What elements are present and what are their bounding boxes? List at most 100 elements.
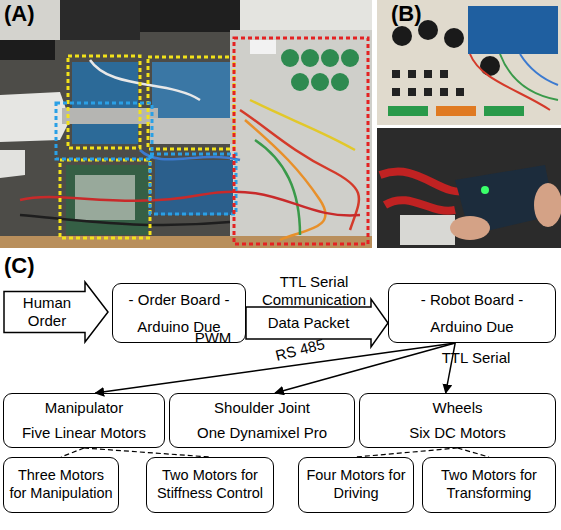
board-box: - Robot Board -Arduino Due <box>388 283 556 343</box>
yellow-dotted-box <box>60 160 150 238</box>
node-heading: Shoulder Joint <box>214 399 310 417</box>
signal-label: RS 485 <box>274 335 327 365</box>
push-button <box>440 88 448 96</box>
white-bracket <box>0 92 70 142</box>
push-button <box>424 70 432 78</box>
wire <box>250 100 355 150</box>
motor-box: Two Motors for Transforming <box>422 457 556 513</box>
wire <box>20 192 360 216</box>
white-bracket <box>0 150 25 178</box>
arduino-board <box>468 6 558 54</box>
wire <box>255 140 300 235</box>
module-box: ManipulatorFive Linear Motors <box>3 393 165 448</box>
red-hose <box>385 200 455 211</box>
connector <box>250 40 276 54</box>
wire <box>500 54 558 100</box>
wire-group <box>470 54 558 110</box>
signal-label: PWM <box>195 329 232 347</box>
push-button <box>456 88 464 96</box>
module-box: Shoulder JointOne Dynamixel Pro <box>169 393 355 448</box>
wire <box>520 54 558 85</box>
red-dotted-box <box>234 38 368 244</box>
blue-dotted-box <box>150 154 236 214</box>
motor-box: Four Motors for Driving <box>298 457 414 513</box>
panel-label: (A) <box>4 1 35 27</box>
wire <box>470 54 550 110</box>
node-text: Two Motors for Stiffness Control <box>151 467 269 502</box>
hand <box>534 183 561 227</box>
node-text: Three Motors for Manipulation <box>8 467 114 502</box>
terminal-block <box>484 106 524 116</box>
circuit-board <box>155 160 233 215</box>
knob <box>480 56 500 76</box>
blue-dotted-box <box>56 103 152 159</box>
chassis-dark <box>60 0 140 40</box>
push-button <box>392 70 400 78</box>
wheel-tread <box>140 0 240 32</box>
dashed-link <box>61 448 84 457</box>
push-button <box>392 88 400 96</box>
knob <box>444 28 464 48</box>
capacitor <box>341 49 359 67</box>
controller-photo <box>377 128 561 248</box>
white-part <box>400 215 455 245</box>
wire <box>140 150 240 160</box>
node-text: Six DC Motors <box>409 424 506 442</box>
wire <box>245 120 325 240</box>
capacitor <box>311 73 329 91</box>
node-text: Four Motors for Driving <box>303 467 409 502</box>
aluminum-bar <box>150 118 236 144</box>
terminal-block <box>436 106 476 116</box>
capacitor-group <box>250 40 359 91</box>
status-led <box>481 186 489 194</box>
node-text: One Dynamixel Pro <box>197 424 327 442</box>
highlight-group <box>56 38 368 244</box>
node-text: Five Linear Motors <box>22 424 146 442</box>
link-label: TTL Serial Communication <box>252 273 376 309</box>
capacitor <box>331 73 349 91</box>
dashed-link <box>458 448 490 457</box>
yellow-dotted-box <box>148 57 234 149</box>
knob <box>392 26 412 46</box>
push-button <box>408 88 416 96</box>
push-button <box>408 70 416 78</box>
capacitor <box>281 49 299 67</box>
node-heading: Manipulator <box>45 399 123 417</box>
dashed-link <box>356 448 458 457</box>
dashed-link <box>84 448 210 457</box>
motor-box: Three Motors for Manipulation <box>3 457 119 513</box>
photo-panels <box>0 0 561 250</box>
arrow-shape <box>4 282 108 342</box>
capacitor <box>291 73 309 91</box>
capacitor <box>301 49 319 67</box>
aluminum-bar <box>62 108 158 124</box>
photo-background <box>0 0 372 248</box>
wire <box>20 215 230 225</box>
node-heading: Wheels <box>432 399 482 417</box>
robot-photo <box>0 0 372 248</box>
push-button <box>440 70 448 78</box>
node-heading: - Order Board - <box>129 291 230 309</box>
light-area <box>0 0 60 40</box>
white-plate <box>240 0 372 30</box>
wire <box>90 60 200 100</box>
node-text: Two Motors for Transforming <box>427 467 551 502</box>
motor-box: Two Motors for Stiffness Control <box>146 457 274 513</box>
wire-group <box>20 60 360 240</box>
wheel-tread <box>0 40 55 60</box>
photo-background <box>377 128 561 248</box>
input-arrow: Human Order <box>3 281 109 343</box>
photo-background <box>377 0 561 125</box>
wood-floor <box>0 236 372 248</box>
white-plate <box>230 30 372 245</box>
terminal-block <box>388 106 428 116</box>
packet-label: Data Packet <box>268 314 350 332</box>
panel-label: (B) <box>391 1 422 27</box>
button-grid <box>392 70 464 96</box>
hand <box>450 216 490 240</box>
node-text: Arduino Due <box>430 318 513 336</box>
panel-label: (C) <box>4 253 35 279</box>
node-text: Human Order <box>17 294 77 330</box>
